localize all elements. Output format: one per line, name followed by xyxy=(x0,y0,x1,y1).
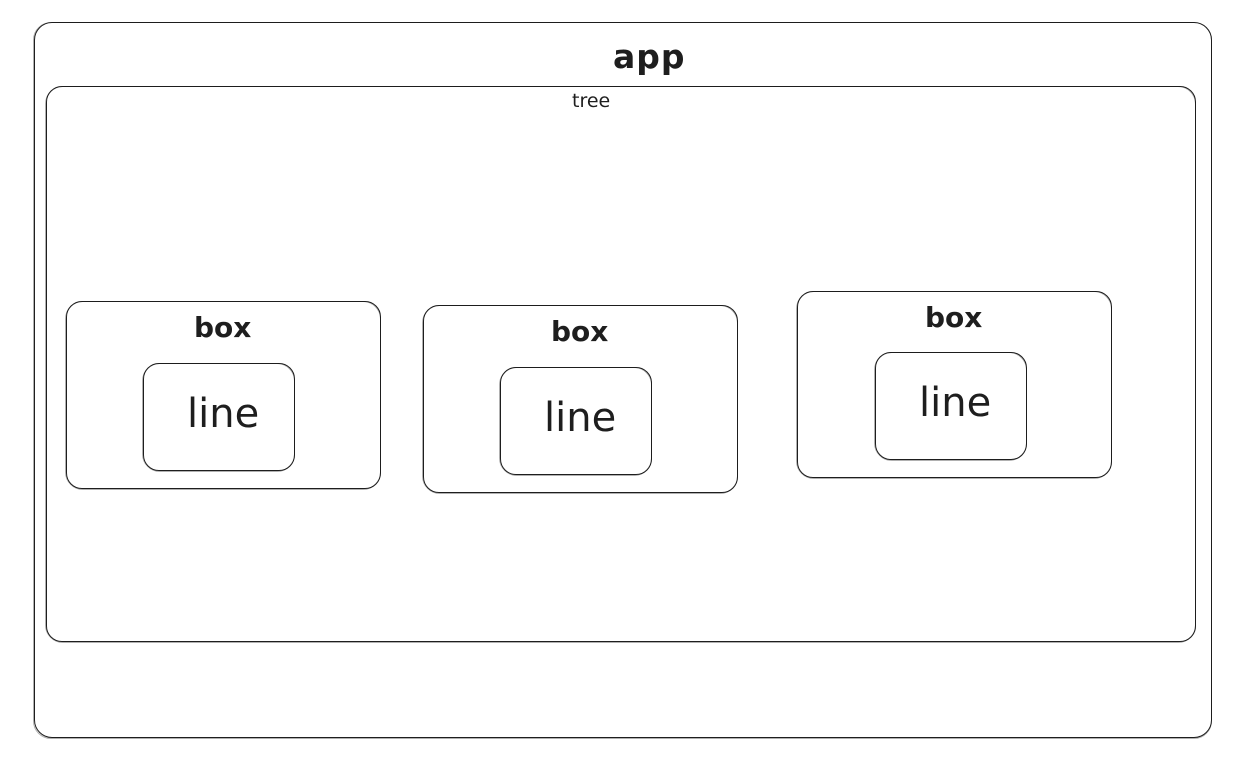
box-label: box xyxy=(925,301,983,334)
line-label: line xyxy=(919,380,992,426)
line-label: line xyxy=(544,395,617,441)
box-label: box xyxy=(194,311,252,344)
app-label: app xyxy=(613,37,686,76)
box-label: box xyxy=(551,315,609,348)
tree-label: tree xyxy=(572,90,611,112)
line-label: line xyxy=(187,391,260,437)
